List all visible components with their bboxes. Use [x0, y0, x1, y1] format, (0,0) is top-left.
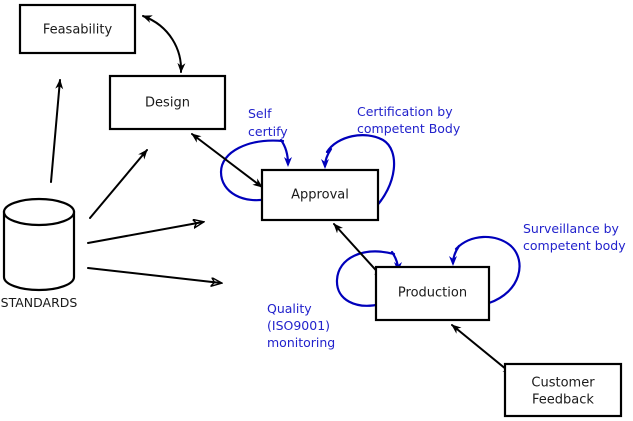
- node-design[interactable]: Design: [108, 74, 227, 131]
- flow-standards-feasability: [50, 79, 64, 183]
- annotation-quality-monitoring: Quality (ISO9001) monitoring: [267, 301, 335, 350]
- flow-approval-production: [333, 223, 384, 279]
- loop-approval-right: [325, 134, 396, 212]
- node-production-label: Production: [398, 286, 467, 301]
- loop-production-right: [454, 235, 521, 305]
- annotation-surveillance-line1: Surveillance by: [523, 221, 620, 236]
- datastore-standards-label: STANDARDS: [1, 295, 78, 310]
- node-approval[interactable]: Approval: [260, 168, 380, 222]
- annotation-certification-by-competent-body: Certification by competent Body: [357, 104, 461, 136]
- annotation-surveillance-line2: competent body: [523, 238, 626, 253]
- node-approval-label: Approval: [291, 188, 349, 203]
- annotation-self-certify: Self certify: [248, 106, 288, 139]
- node-production[interactable]: Production: [374, 265, 491, 322]
- flow-standards-design: [89, 149, 148, 219]
- node-design-label: Design: [145, 96, 190, 111]
- annotation-certification-line2: competent Body: [357, 121, 461, 136]
- loop-production-right-arrowhead: [449, 244, 461, 266]
- flow-standards-approval: [87, 222, 203, 244]
- loop-approval-left-arrowhead: [279, 138, 292, 167]
- loop-approval-right-arrowhead: [321, 147, 333, 169]
- datastore-standards[interactable]: STANDARDS: [1, 197, 78, 310]
- flow-design-approval: [191, 133, 263, 188]
- node-feasability[interactable]: Feasability: [18, 3, 137, 55]
- annotation-surveillance-by-competent-body: Surveillance by competent body: [523, 221, 626, 253]
- node-customer-feedback[interactable]: Customer Feedback: [503, 362, 623, 418]
- annotation-certification-line1: Certification by: [357, 104, 453, 119]
- flow-production-customer-feedback: [451, 324, 513, 375]
- annotation-quality-line2: (ISO9001): [267, 318, 330, 333]
- flow-feasability-design: [142, 15, 186, 73]
- node-feasability-label: Feasability: [43, 23, 113, 38]
- annotation-self-certify-line2: certify: [248, 124, 288, 139]
- node-customer-feedback-label-line1: Customer: [531, 376, 595, 391]
- annotation-self-certify-line1: Self: [248, 106, 272, 121]
- flow-standards-production: [87, 267, 221, 283]
- annotation-quality-line1: Quality: [267, 301, 312, 316]
- node-customer-feedback-label-line2: Feedback: [532, 393, 594, 408]
- annotation-quality-line3: monitoring: [267, 335, 335, 350]
